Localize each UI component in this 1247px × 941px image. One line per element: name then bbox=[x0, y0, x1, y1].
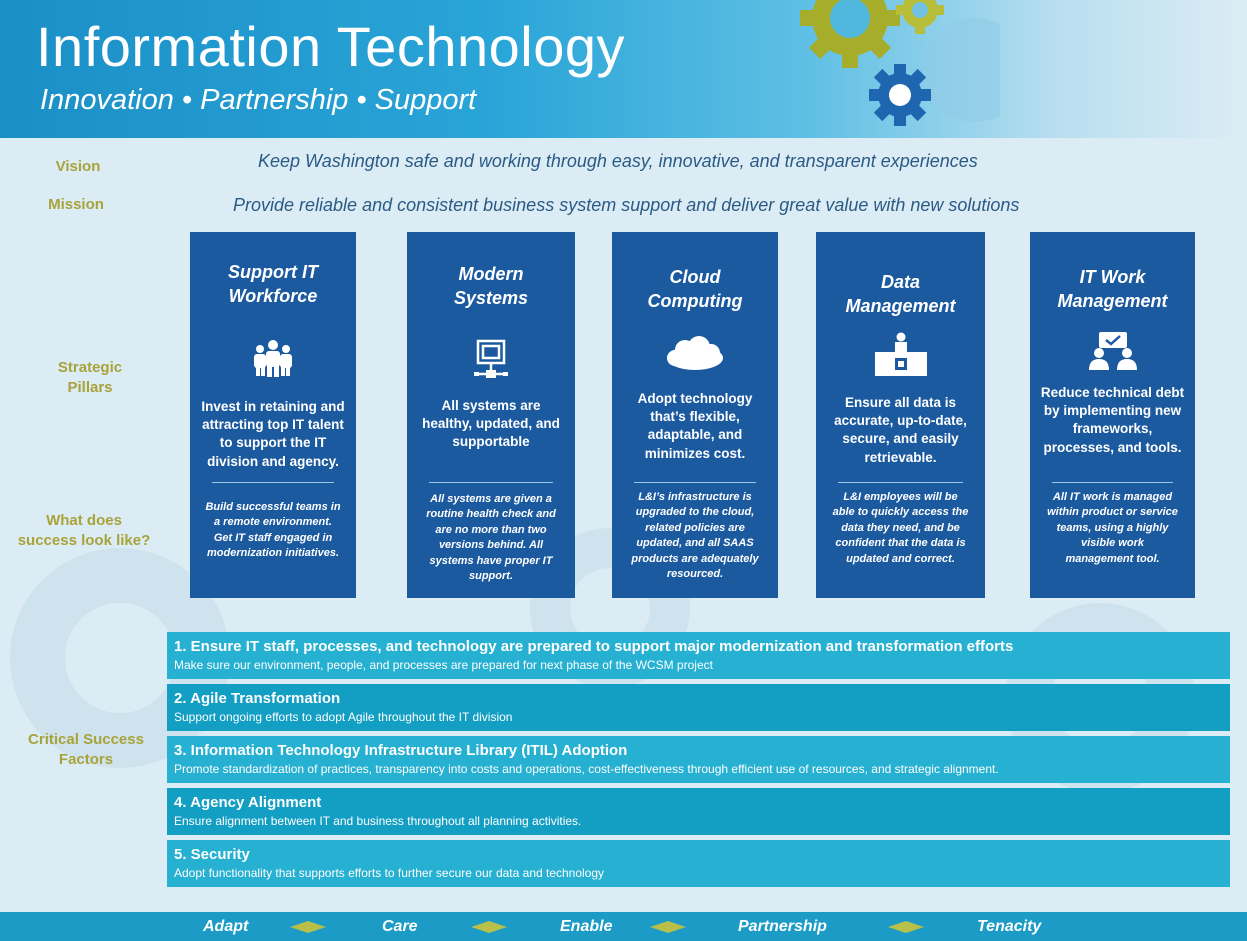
pillar-data-management: Data Management Ensure all data is accur… bbox=[816, 232, 985, 598]
factor-description: Promote standardization of practices, tr… bbox=[174, 762, 999, 776]
page-title: Information Technology bbox=[36, 15, 625, 78]
factor-item-agency-alignment: 4. Agency Alignment Ensure alignment bet… bbox=[167, 788, 1230, 835]
factor-title: 4. Agency Alignment bbox=[174, 794, 322, 811]
pillar-success-text: L&I’s infrastructure is upgraded to the … bbox=[631, 491, 759, 580]
pillar-title: Data Management bbox=[845, 272, 956, 317]
pillar-divider bbox=[1052, 482, 1173, 483]
pillar-description: Invest in retaining and attracting top I… bbox=[201, 399, 345, 469]
pillar-title: Support IT Workforce bbox=[228, 262, 318, 307]
pillar-success-text: All IT work is managed within product or… bbox=[1047, 491, 1178, 565]
diamond-icon bbox=[290, 921, 326, 933]
pillar-it-work-management: IT Work Management Reduce technical debt… bbox=[1030, 232, 1195, 598]
value-tenacity: Tenacity bbox=[977, 918, 1042, 935]
diamond-icon bbox=[650, 921, 686, 933]
factor-title: 5. Security bbox=[174, 846, 250, 863]
factor-item-itil: 3. Information Technology Infrastructure… bbox=[167, 736, 1230, 783]
value-enable: Enable bbox=[560, 918, 613, 935]
gears-icon bbox=[800, 0, 1000, 126]
pillar-success-text: All systems are given a routine health c… bbox=[426, 493, 556, 582]
diamond-icon bbox=[471, 921, 507, 933]
pillar-description: Ensure all data is accurate, up-to-date,… bbox=[834, 395, 967, 465]
diamond-icon bbox=[888, 921, 924, 933]
pillar-description: All systems are healthy, updated, and su… bbox=[422, 398, 560, 450]
factor-description: Adopt functionality that supports effort… bbox=[174, 866, 605, 880]
pillar-title: IT Work Management bbox=[1057, 267, 1168, 312]
factor-description: Make sure our environment, people, and p… bbox=[174, 658, 713, 672]
vision-statement: Keep Washington safe and working through… bbox=[258, 151, 978, 171]
factor-item-modernization: 1. Ensure IT staff, processes, and techn… bbox=[167, 632, 1230, 679]
pillar-success-text: Build successful teams in a remote envir… bbox=[205, 501, 341, 560]
strategic-pillars-label: Strategic Pillars bbox=[57, 359, 123, 396]
factor-description: Ensure alignment between IT and business… bbox=[174, 814, 582, 828]
mission-statement: Provide reliable and consistent business… bbox=[233, 195, 1020, 215]
pillar-title: Cloud Computing bbox=[647, 267, 743, 312]
pillar-divider bbox=[429, 482, 553, 483]
factor-title: 1. Ensure IT staff, processes, and techn… bbox=[174, 638, 1014, 655]
value-care: Care bbox=[382, 918, 418, 935]
factor-item-agile: 2. Agile Transformation Support ongoing … bbox=[167, 684, 1230, 731]
value-partnership: Partnership bbox=[738, 918, 827, 935]
critical-success-factors-label: Critical Success Factors bbox=[28, 731, 144, 768]
pillar-title: Modern Systems bbox=[453, 264, 529, 309]
team-meeting-icon bbox=[1088, 332, 1137, 370]
data-desk-icon bbox=[874, 332, 927, 376]
header-banner: Information Technology Innovation • Part… bbox=[0, 0, 1247, 138]
pillar-modern-systems: Modern Systems All systems are healthy, … bbox=[407, 232, 575, 598]
values-footer: Adapt Care Enable Partnership Tenacity bbox=[0, 912, 1247, 941]
vision-label: Vision bbox=[55, 158, 101, 175]
pillar-cloud-computing: Cloud Computing Adopt technology that’s … bbox=[612, 232, 778, 598]
pillar-divider bbox=[212, 482, 334, 483]
mission-label: Mission bbox=[48, 196, 104, 213]
pillar-description: Reduce technical debt by implementing ne… bbox=[1040, 385, 1185, 455]
pillar-divider bbox=[634, 482, 756, 483]
pillar-divider bbox=[838, 482, 963, 483]
pillar-support-it-workforce: Support IT Workforce Invest in retaining… bbox=[190, 232, 356, 598]
factor-description: Support ongoing efforts to adopt Agile t… bbox=[174, 710, 513, 724]
factor-title: 2. Agile Transformation bbox=[174, 690, 341, 707]
value-adapt: Adapt bbox=[203, 918, 249, 935]
page-subtitle: Innovation • Partnership • Support bbox=[40, 84, 477, 116]
computer-network-icon bbox=[474, 339, 508, 378]
success-label: What does success look like? bbox=[17, 512, 151, 549]
pillar-description: Adopt technology that’s flexible, adapta… bbox=[637, 391, 753, 461]
pillar-success-text: L&I employees will be able to quickly ac… bbox=[832, 491, 969, 565]
people-group-icon bbox=[254, 340, 292, 377]
cloud-icon bbox=[667, 336, 723, 370]
factor-title: 3. Information Technology Infrastructure… bbox=[174, 742, 628, 759]
factor-item-security: 5. Security Adopt functionality that sup… bbox=[167, 840, 1230, 887]
